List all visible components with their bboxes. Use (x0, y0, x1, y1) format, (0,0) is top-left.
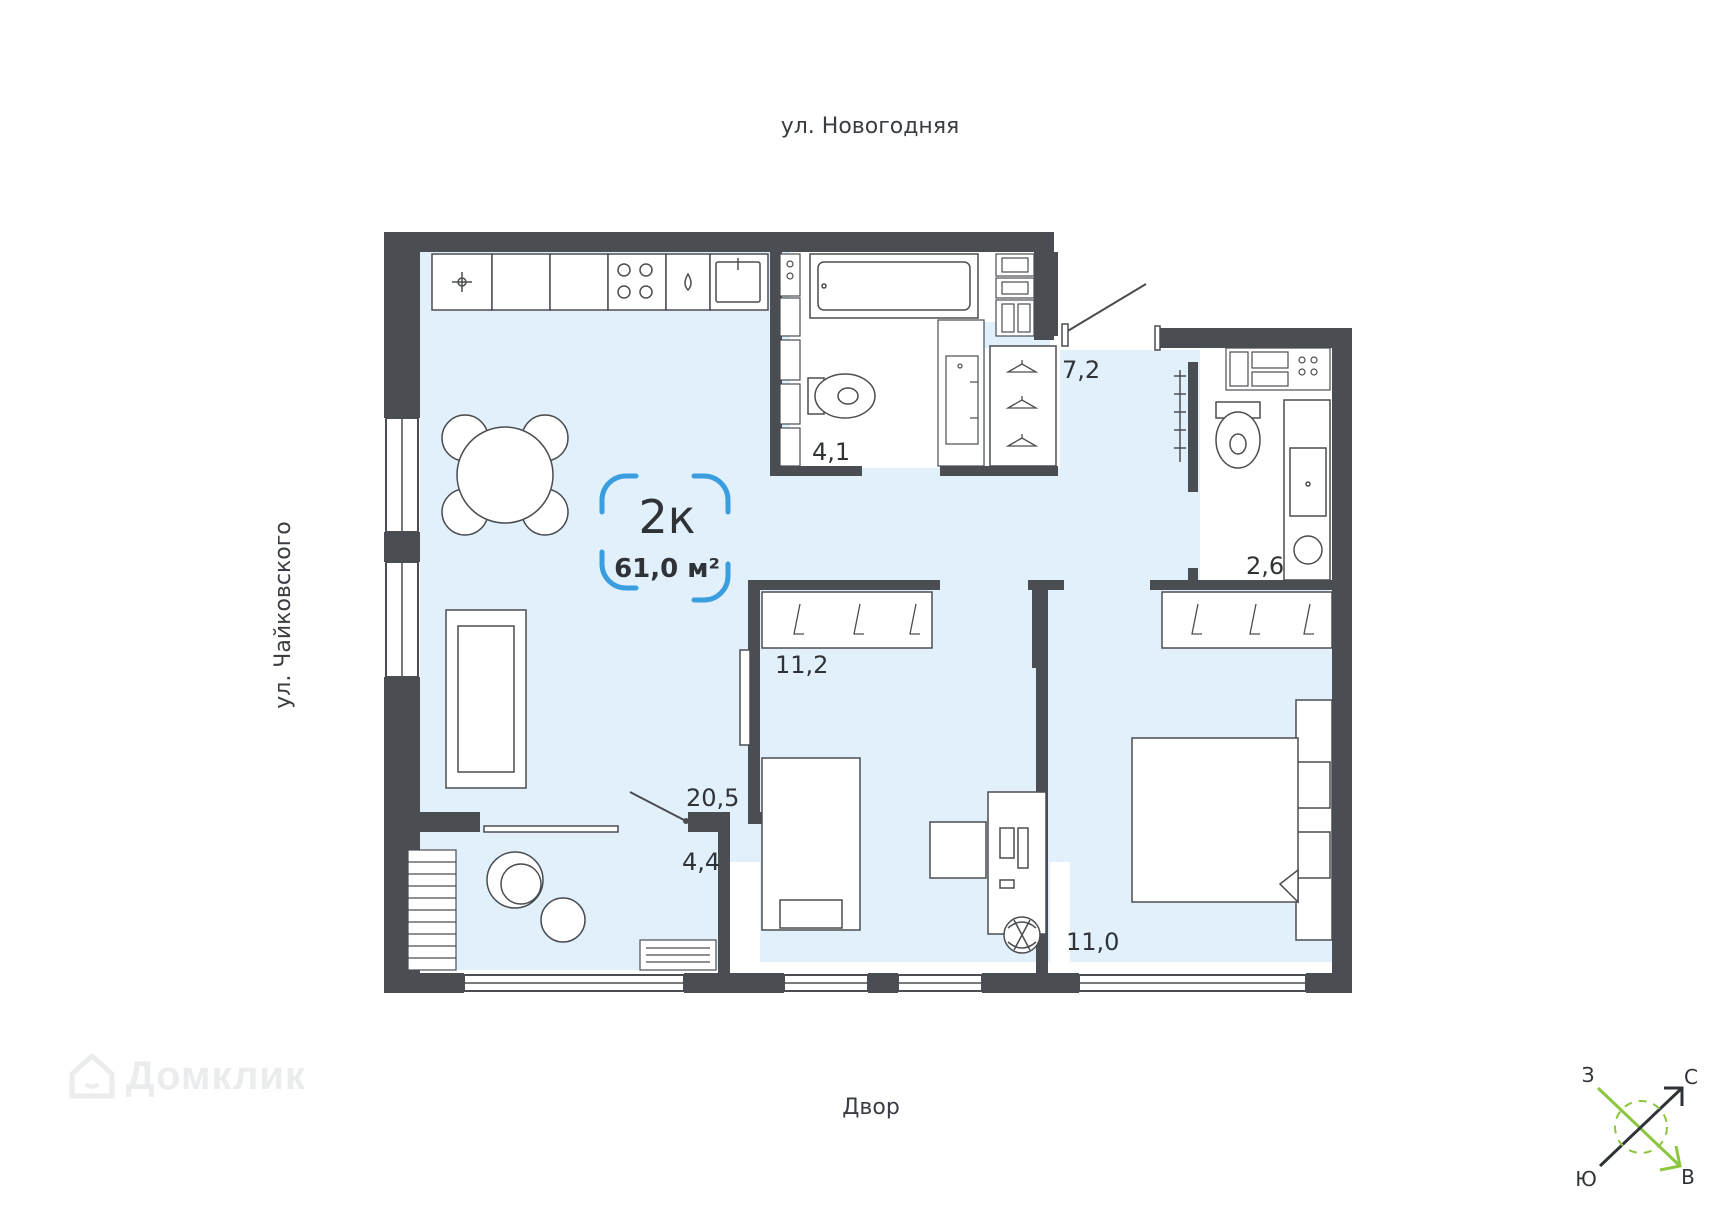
compass-north: С (1684, 1065, 1698, 1089)
stairs-icon (407, 849, 457, 971)
apartment-badge-frame (599, 473, 731, 603)
tv-stand (739, 649, 751, 746)
door-post-entrance (1061, 323, 1069, 347)
kitchen-counter (431, 253, 769, 311)
toilet-shelves (779, 253, 801, 467)
sliding-door-balcony (483, 825, 619, 833)
desk-icon (929, 791, 1047, 935)
washing-machine-icon (1283, 399, 1331, 581)
plant-icon (1003, 916, 1041, 954)
door-hinge-living (683, 818, 689, 824)
room-area-hall: 7,2 (1062, 356, 1100, 384)
armchair-icon (486, 851, 586, 943)
window-frames (401, 418, 1306, 984)
door-swing-living (629, 791, 685, 821)
compass-east: В (1681, 1165, 1695, 1189)
apartment-area: 61,0 м² (614, 554, 720, 584)
wardrobe-bedroom-main (1161, 591, 1333, 649)
room-area-bathroom: 2,6 (1246, 552, 1284, 580)
wardrobe-bedroom-small (761, 591, 933, 649)
room-area-living: 20,5 (686, 784, 739, 812)
towel-rail-icon (1174, 370, 1186, 462)
dining-table-icon (441, 414, 569, 536)
bathtub-icon (809, 253, 979, 319)
home-logo-icon (69, 1053, 115, 1099)
walls (384, 232, 1352, 993)
bath-shelves (995, 253, 1035, 337)
stove-icon (617, 263, 653, 299)
room-area-toilet: 4,1 (812, 438, 850, 466)
bathroom-toilet-icon (1215, 401, 1261, 469)
bed-icon (761, 757, 861, 931)
radiator-icon (639, 939, 717, 971)
door-post-entrance-right (1154, 325, 1161, 351)
sofa-icon (445, 609, 527, 789)
street-top: ул. Новогодняя (781, 114, 960, 139)
compass-west: З (1582, 1063, 1595, 1087)
room-area-bedroom-small: 11,2 (775, 651, 828, 679)
wardrobe-icon (989, 345, 1057, 467)
hood-icon (452, 272, 472, 292)
drop-icon (684, 272, 692, 292)
shower-cabin (937, 319, 985, 467)
sink-icon (715, 258, 761, 303)
watermark: Домклик (66, 1050, 306, 1102)
door-swing-entrance (1065, 283, 1147, 333)
compass-icon (1596, 1086, 1684, 1172)
room-area-balcony: 4,4 (682, 848, 720, 876)
compass-south: Ю (1575, 1167, 1597, 1191)
room-area-bedroom-main: 11,0 (1066, 928, 1119, 956)
hangers-bedroom-small (793, 603, 920, 635)
apartment-type: 2к (638, 490, 695, 544)
bathroom-appliances (1225, 347, 1331, 391)
hangers-bedroom-main (1191, 603, 1314, 635)
hangers-hall (1005, 360, 1039, 447)
street-left: ул. Чайковского (271, 521, 296, 709)
watermark-text: Домклик (126, 1053, 307, 1098)
double-bed-icon (1131, 699, 1333, 941)
street-bottom: Двор (842, 1095, 900, 1120)
toilet-icon (807, 373, 876, 419)
